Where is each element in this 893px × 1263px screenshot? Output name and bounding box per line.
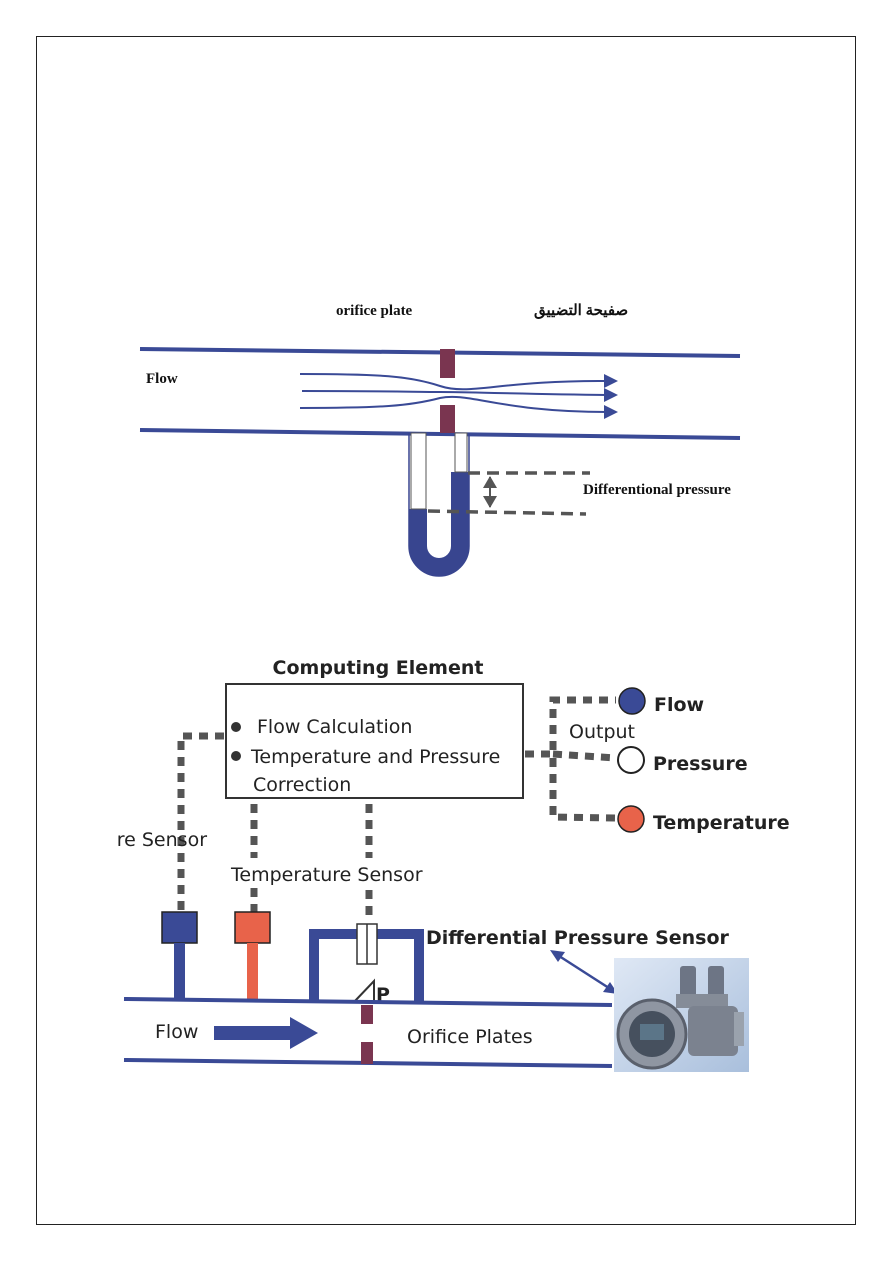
orifice-plate-lower-2 — [361, 1042, 373, 1064]
computing-element-title: Computing Element — [273, 657, 484, 679]
bullet-dot — [231, 722, 241, 732]
callout-arrow — [550, 950, 618, 994]
bullet-temp-pressure-line1: Temperature and Pressure — [250, 746, 500, 768]
output-temperature-label: Temperature — [653, 812, 790, 834]
orifice-plate-lower — [440, 405, 455, 433]
transmitter-photo — [614, 958, 749, 1072]
temperature-sensor-label: Temperature Sensor — [230, 864, 423, 886]
page-frame — [36, 36, 856, 1225]
diff-pressure-dashes — [427, 471, 590, 516]
flow-streamlines — [299, 373, 609, 413]
diff-pressure-arrow — [483, 476, 497, 508]
flow-arrow-icon — [214, 1017, 318, 1049]
sensor-connectors — [177, 696, 617, 920]
orifice-plates-label: Orifice Plates — [407, 1026, 533, 1048]
orifice-plate-upper — [440, 349, 455, 378]
bullet-flow-calculation: Flow Calculation — [257, 716, 412, 738]
orifice-plate-title-en: orifice plate — [336, 303, 413, 319]
pressure-sensor — [161, 911, 198, 1001]
output-flow-label: Flow — [654, 694, 704, 716]
orifice-plate-title-ar: صفيحة التضييق — [534, 303, 628, 319]
computing-element-box — [225, 683, 524, 799]
delta-icon — [351, 978, 375, 1003]
orifice-plate-diagram: orifice plate صفيحة التضييق Flow — [139, 303, 741, 577]
diff-pressure-taps — [309, 923, 424, 1001]
orifice-plate-upper-2 — [361, 1005, 373, 1024]
output-temperature-circle — [617, 805, 645, 833]
flow-label-2: Flow — [155, 1021, 198, 1043]
u-tube-manometer — [408, 432, 470, 577]
output-flow-circle — [618, 687, 646, 715]
pressure-sensor-label: re Sensor — [117, 829, 207, 851]
bullet-temp-pressure-line2: Correction — [253, 774, 351, 796]
computing-element-diagram: Computing Element Flow Calculation Tempe… — [117, 657, 790, 1072]
pipe-bottom-wall — [139, 428, 741, 440]
output-label: Output — [569, 721, 635, 743]
diff-pressure-sensor-label: Differential Pressure Sensor — [426, 927, 730, 949]
flow-arrowheads — [604, 374, 618, 419]
temperature-sensor — [234, 911, 271, 1001]
pipe-top-wall-2 — [123, 997, 613, 1007]
output-pressure-circle — [617, 746, 645, 774]
bullet-dot — [231, 751, 241, 761]
diff-pressure-label: Differentional pressure — [583, 482, 731, 498]
flow-label: Flow — [146, 371, 178, 387]
output-pressure-label: Pressure — [653, 753, 748, 775]
